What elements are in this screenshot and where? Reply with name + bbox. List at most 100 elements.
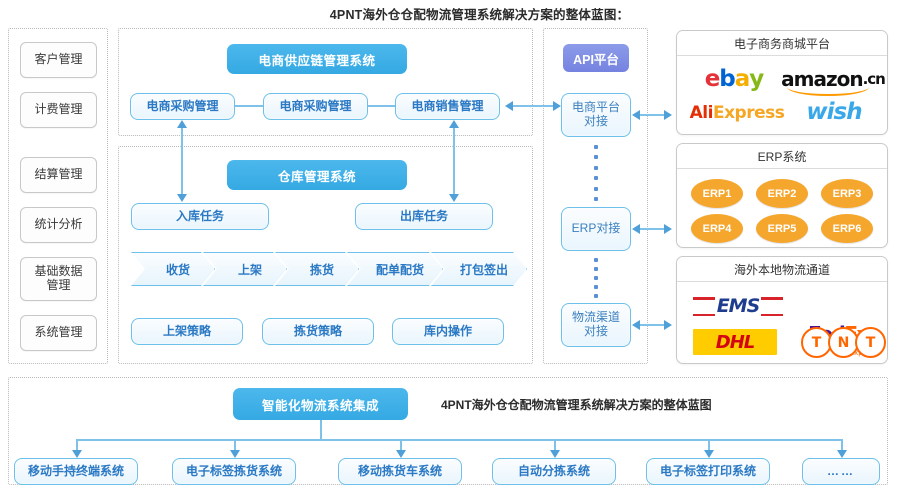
box-label: 入库任务 [175,208,224,223]
ecommerce-purchase-box-1[interactable]: 电商采购管理 [130,93,235,120]
erp-item-4[interactable]: ERP4 [691,214,743,243]
amazon-smile-icon [787,87,869,96]
connector-line [400,439,402,452]
sidebar-item-billing[interactable]: 计费管理 [20,92,97,128]
sidebar-item-settlement[interactable]: 结算管理 [20,157,97,193]
connector-line [368,105,395,107]
ecommerce-platform-connector[interactable]: 电商平台对接 [561,93,631,137]
arrow-right-icon [553,101,561,111]
process-step-packing[interactable]: 打包签出 [431,252,527,286]
picking-strategy-box[interactable]: 拣货策略 [262,318,374,345]
arrow-up-icon [177,120,187,128]
sidebar-item-customer[interactable]: 客户管理 [20,42,97,78]
api-platform-button[interactable]: API平台 [563,44,629,72]
connector-line [638,114,670,116]
arrow-right-icon [664,110,672,120]
arrow-down-icon [177,194,187,202]
erp-item-3[interactable]: ERP3 [821,179,873,208]
amazon-logo-icon: amazon.cn [781,66,886,96]
connector-line [76,439,78,452]
supply-chain-header: 电商供应链管理系统 [227,44,407,74]
panel-title: 海外本地物流通道 [677,257,887,282]
sidebar-item-label: 客户管理 [34,52,83,67]
box-label: 上架策略 [162,323,211,338]
connector-line [512,105,559,107]
process-step-putaway[interactable]: 上架 [203,252,287,286]
connector-line [235,105,263,107]
arrow-left-icon [505,101,513,111]
connector-line [638,324,670,326]
box-label: 电子标签打印系统 [659,463,756,478]
arrow-down-icon [550,450,560,458]
box-label: 电商采购管理 [279,98,352,113]
erp-item-2[interactable]: ERP2 [756,179,808,208]
erp-panel: ERP系统 ERP1 ERP2 ERP3 ERP4 ERP5 ERP6 [676,143,888,248]
connector-line [638,228,670,230]
sidebar-item-system[interactable]: 系统管理 [20,315,97,351]
bottom-item-picking-cart[interactable]: 移动拣货车系统 [338,458,462,485]
bottom-item-auto-sorting[interactable]: 自动分拣系统 [492,458,616,485]
erp-item-6[interactable]: ERP6 [821,214,873,243]
connector-line [453,140,455,195]
bottom-item-etag-picking[interactable]: 电子标签拣货系统 [172,458,296,485]
step-label: 打包签出 [459,262,508,277]
bottom-item-more[interactable]: …… [802,458,880,485]
connector-line [453,126,455,140]
step-label: 配单配货 [375,262,424,277]
dhl-logo-icon: DHL [693,329,777,355]
inbound-task-box[interactable]: 入库任务 [131,203,269,230]
erp-item-5[interactable]: ERP5 [756,214,808,243]
arrow-down-icon [72,450,82,458]
panel-title: ERP系统 [677,144,887,169]
outbound-task-box[interactable]: 出库任务 [355,203,493,230]
sidebar-item-label: 统计分析 [34,217,83,232]
box-label: 物流渠道对接 [572,310,621,338]
box-label: 电商平台对接 [572,100,621,128]
arrow-down-icon [704,450,714,458]
sidebar-item-basedata[interactable]: 基础数据管理 [20,257,97,301]
wish-logo-icon: wish [806,99,862,125]
connector-line [76,439,841,441]
step-label: 收货 [165,262,190,277]
box-label: 拣货策略 [293,323,342,338]
ecommerce-purchase-box-2[interactable]: 电商采购管理 [263,93,368,120]
page-title-text: 4PNT海外仓仓配物流管理系统解决方案的整体蓝图： [329,8,630,22]
logistics-channel-connector[interactable]: 物流渠道对接 [561,303,631,347]
box-label: 电商销售管理 [411,98,484,113]
warehouse-header-label: 仓库管理系统 [277,169,356,184]
inwarehouse-operation-box[interactable]: 库内操作 [392,318,504,345]
process-step-sorting[interactable]: 配单配货 [347,252,443,286]
arrow-up-icon [449,120,459,128]
erp-connector[interactable]: ERP对接 [561,207,631,251]
sidebar-item-label: 结算管理 [34,167,83,182]
bottom-header: 智能化物流系统集成 [233,388,408,420]
page-title: 4PNT海外仓仓配物流管理系统解决方案的整体蓝图： [0,4,899,23]
sidebar-container [8,28,108,364]
ems-logo-icon: EMS [693,292,783,320]
arrow-left-icon [632,110,640,120]
arrow-down-icon [449,194,459,202]
logistics-panel: 海外本地物流通道 EMS FedEx Express DHL TNT [676,256,888,364]
bottom-item-handheld[interactable]: 移动手持终端系统 [14,458,138,485]
box-label: 电子标签拣货系统 [185,463,282,478]
arrow-left-icon [632,224,640,234]
sidebar-item-statistics[interactable]: 统计分析 [20,207,97,243]
process-step-picking[interactable]: 拣货 [275,252,359,286]
erp-item-1[interactable]: ERP1 [691,179,743,208]
bottom-item-etag-printing[interactable]: 电子标签打印系统 [646,458,770,485]
ecommerce-sales-box[interactable]: 电商销售管理 [395,93,500,120]
connector-line [841,439,843,452]
arrow-down-icon [230,450,240,458]
arrow-right-icon [664,224,672,234]
putaway-strategy-box[interactable]: 上架策略 [131,318,243,345]
sidebar-item-label: 计费管理 [34,102,83,117]
connector-line [234,439,236,452]
warehouse-header: 仓库管理系统 [227,160,407,190]
sidebar-item-label: 基础数据管理 [34,264,83,292]
process-step-receiving[interactable]: 收货 [131,252,215,286]
bottom-header-label: 智能化物流系统集成 [261,398,379,413]
